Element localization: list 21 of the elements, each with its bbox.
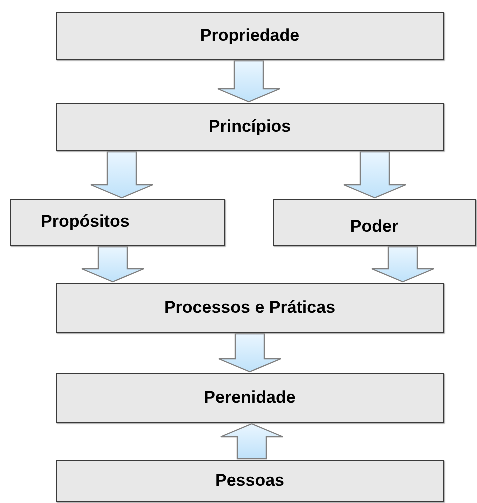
box-label: Poder <box>350 217 399 237</box>
box-label: Processos e Práticas <box>164 298 336 318</box>
process-box <box>56 283 444 333</box>
process-box <box>56 373 444 423</box>
block-arrow <box>343 151 407 199</box>
block-arrow <box>81 246 145 283</box>
process-box <box>56 103 444 151</box>
block-arrow <box>220 423 284 460</box>
box-label: Princípios <box>208 117 292 137</box>
block-arrow <box>218 333 282 373</box>
block-arrow <box>371 246 435 283</box>
box-label: Propósitos <box>41 212 130 232</box>
box-label: Perenidade <box>204 388 296 408</box>
process-box <box>10 199 225 246</box>
box-label: Propriedade <box>200 26 300 46</box>
process-box <box>56 12 444 60</box>
box-label: Pessoas <box>216 471 284 491</box>
block-arrow <box>90 151 154 199</box>
block-arrow <box>217 60 281 103</box>
process-box <box>56 460 444 502</box>
process-box <box>273 199 476 246</box>
